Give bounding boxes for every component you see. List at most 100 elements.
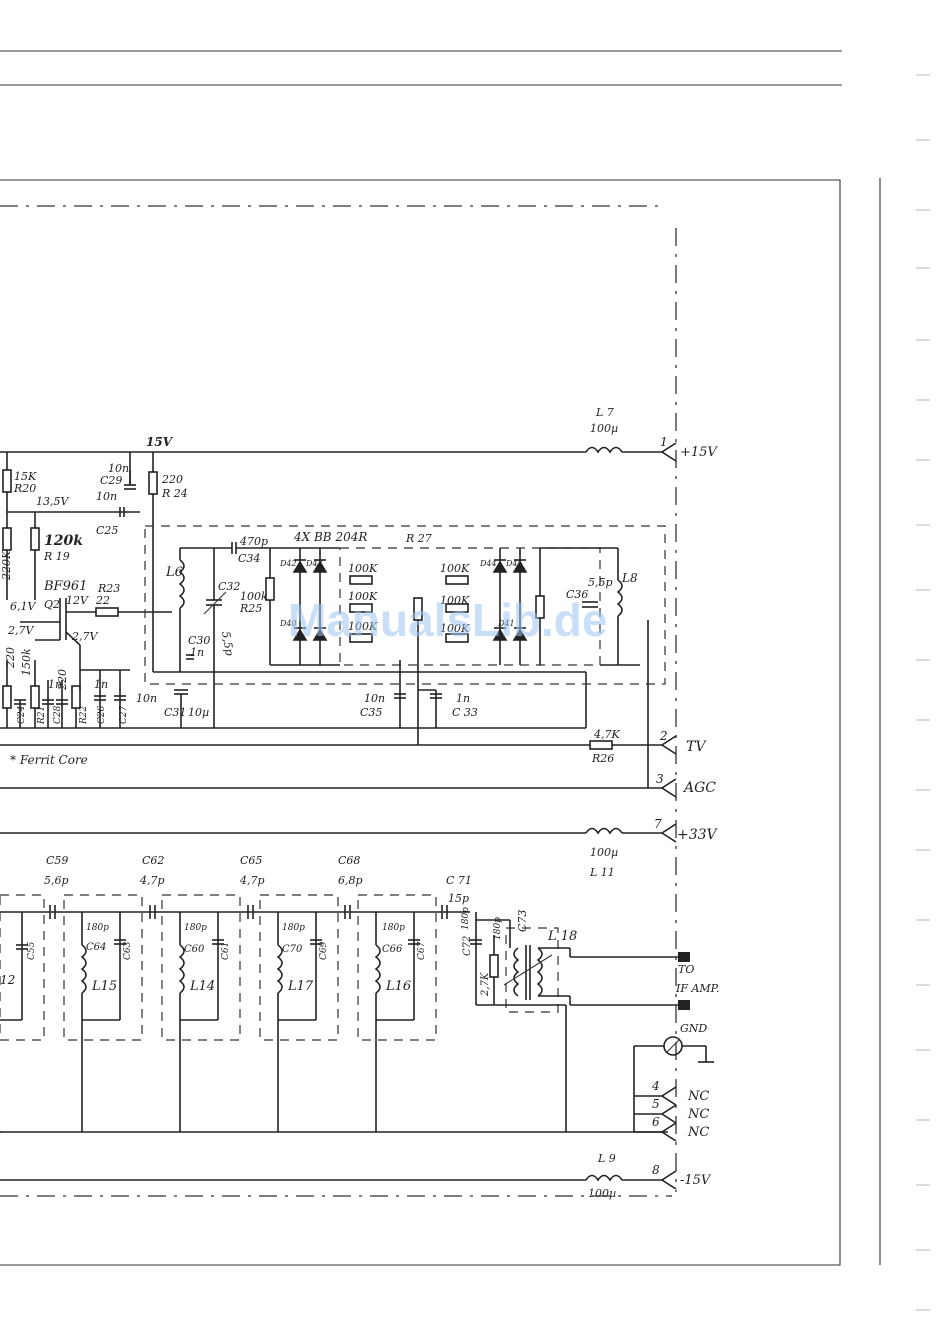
svg-text:C28: C28	[53, 705, 63, 724]
svg-text:R21: R21	[37, 706, 47, 725]
svg-text:C27: C27	[119, 705, 129, 724]
svg-text:C36: C36	[566, 588, 588, 601]
svg-text:10n: 10n	[364, 692, 385, 705]
svg-text:L 11: L 11	[589, 866, 615, 879]
svg-text:1n: 1n	[456, 692, 470, 705]
svg-text:L 9: L 9	[597, 1152, 616, 1165]
svg-text:10n: 10n	[96, 490, 117, 503]
varactor-diodes	[292, 548, 528, 665]
pin-number: 4	[651, 1079, 660, 1093]
svg-text:C 71: C 71	[446, 874, 472, 887]
pin-number: 8	[652, 1163, 660, 1177]
filter-tanks	[0, 912, 420, 1132]
svg-text:120k: 120k	[44, 533, 83, 549]
svg-text:100µ: 100µ	[590, 422, 618, 435]
svg-text:R22: R22	[79, 705, 89, 725]
svg-text:220: 220	[161, 473, 183, 486]
svg-text:5,5p: 5,5p	[588, 576, 613, 589]
svg-text:C24: C24	[17, 705, 27, 724]
svg-text:D40: D40	[279, 619, 297, 628]
svg-text:15K: 15K	[14, 470, 37, 483]
svg-text:1n: 1n	[48, 678, 62, 691]
svg-text:C67: C67	[417, 941, 427, 960]
svg-text:C73: C73	[516, 910, 529, 932]
svg-text:C32: C32	[218, 580, 240, 593]
svg-text:C29: C29	[100, 474, 122, 487]
inductor-l8	[616, 579, 623, 617]
svg-text:C68: C68	[338, 854, 360, 867]
svg-text:L17: L17	[287, 979, 314, 994]
svg-text:100K: 100K	[440, 562, 470, 575]
connector-label: +15V	[680, 445, 718, 460]
pin-number: 7	[654, 817, 662, 831]
pin-number: 2	[659, 729, 668, 743]
resistor-r20	[2, 469, 12, 493]
svg-text:470p: 470p	[239, 535, 268, 548]
if-out-label: IF AMP.	[675, 982, 719, 995]
drawing-frame	[0, 179, 841, 1266]
svg-text:220K: 220K	[0, 550, 13, 581]
gnd-label: GND	[680, 1022, 707, 1035]
svg-text:L6: L6	[165, 565, 183, 580]
connector-labels: 1 +15V 2 TV 3 AGC 7 +33V 4 NC 5 NC 6 NC …	[651, 435, 719, 1188]
svg-text:100K: 100K	[348, 590, 378, 603]
svg-text:D43: D43	[305, 559, 323, 568]
svg-text:C31: C31	[164, 706, 186, 719]
svg-text:C72: C72	[462, 936, 473, 956]
svg-text:R20: R20	[13, 482, 36, 495]
inductor-l11	[585, 827, 623, 835]
svg-text:12: 12	[0, 973, 15, 987]
svg-text:6,1V: 6,1V	[10, 600, 36, 613]
svg-text:L15: L15	[91, 979, 117, 994]
resistor-r23	[95, 607, 119, 617]
connector-label: TV	[686, 739, 707, 755]
pin-number: 3	[656, 772, 664, 786]
svg-text:D45: D45	[505, 559, 523, 568]
inductor-l9	[585, 1174, 623, 1182]
svg-text:100µ: 100µ	[590, 846, 618, 859]
ferrit-note: * Ferrit Core	[10, 753, 88, 767]
svg-text:180p: 180p	[86, 923, 109, 933]
svg-text:180p: 180p	[184, 923, 207, 933]
connector-label: +33V	[677, 827, 719, 843]
svg-text:180p: 180p	[282, 923, 305, 933]
svg-text:180p: 180p	[461, 907, 471, 930]
svg-text:C70: C70	[282, 944, 303, 955]
inductor-l6	[178, 559, 185, 609]
svg-text:R 27: R 27	[405, 532, 432, 545]
svg-text:C60: C60	[184, 944, 205, 955]
svg-text:5,5p: 5,5p	[219, 630, 236, 656]
svg-text:D41: D41	[497, 619, 515, 628]
svg-text:4,7p: 4,7p	[139, 874, 165, 887]
svg-text:220: 220	[56, 669, 69, 691]
svg-text:13,5V: 13,5V	[36, 495, 69, 508]
svg-text:C35: C35	[360, 706, 382, 719]
svg-text:150k: 150k	[20, 648, 33, 676]
svg-text:L 7: L 7	[595, 406, 614, 419]
watermark: ManualsLib.de	[288, 594, 607, 646]
svg-text:C69: C69	[319, 941, 329, 960]
svg-text:2,7K: 2,7K	[480, 972, 491, 997]
svg-text:6,8p: 6,8p	[338, 874, 363, 887]
component-labels: L 7 100µ 100µ L 11 L 9 100µ 15K R20 13,5…	[0, 406, 638, 1200]
connector-label: -15V	[680, 1173, 712, 1188]
bias-network	[2, 660, 130, 728]
output-transformer-l18	[470, 912, 680, 1132]
svg-text:C64: C64	[86, 942, 106, 953]
svg-text:12V: 12V	[66, 594, 89, 607]
if-out-label: TO	[678, 963, 694, 976]
svg-text:C 33: C 33	[452, 706, 478, 719]
svg-text:C59: C59	[46, 854, 68, 867]
svg-text:Q2: Q2	[44, 598, 60, 611]
svg-text:1n: 1n	[190, 646, 204, 659]
svg-text:100K: 100K	[440, 594, 470, 607]
svg-text:2,7V: 2,7V	[7, 624, 34, 637]
svg-text:C34: C34	[238, 552, 260, 565]
resistor-r26	[589, 740, 613, 750]
svg-text:C30: C30	[188, 634, 210, 647]
svg-text:L14: L14	[189, 979, 215, 994]
svg-text:R25: R25	[239, 602, 262, 615]
svg-text:C66: C66	[382, 944, 403, 955]
svg-text:100K: 100K	[440, 622, 470, 635]
